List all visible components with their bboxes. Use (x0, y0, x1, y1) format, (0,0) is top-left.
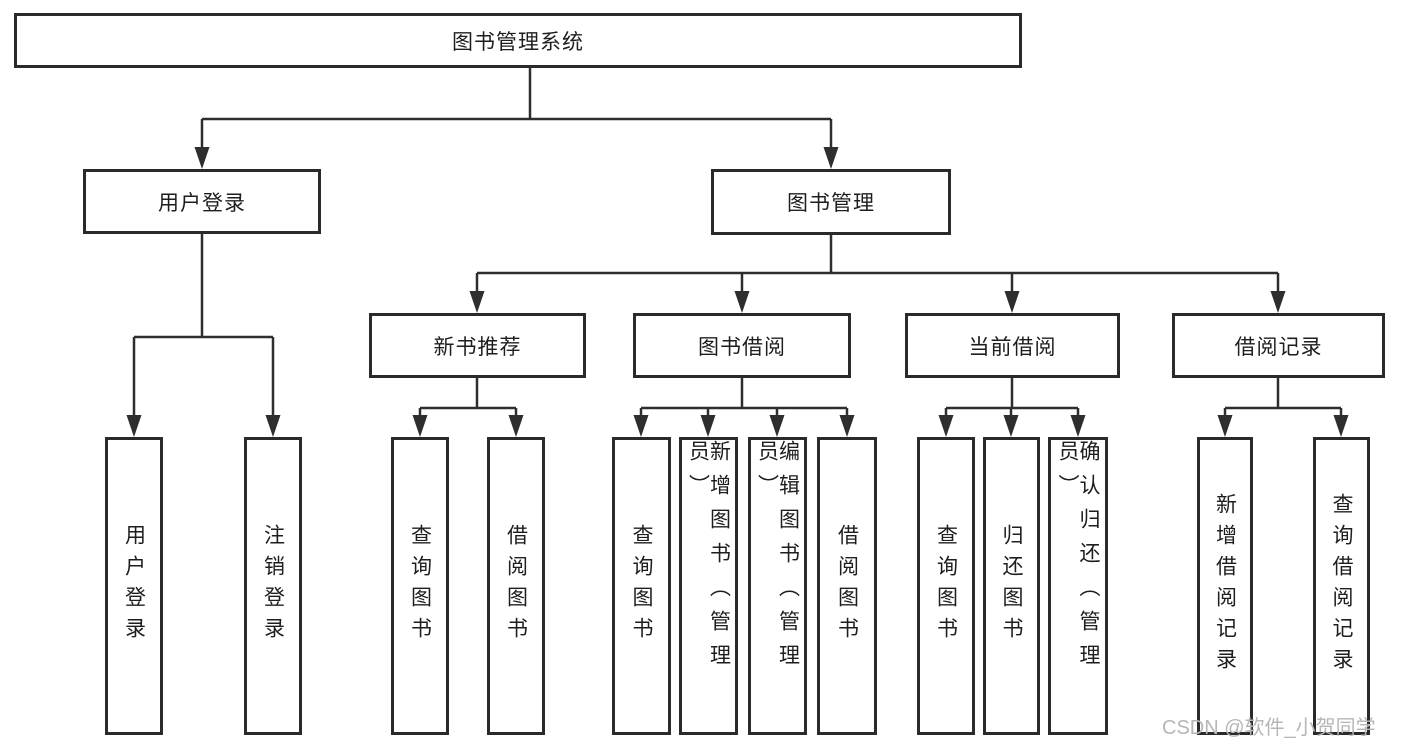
node-root-system: 图书管理系统 (14, 13, 1022, 68)
leaf-cb-confirm-return-admin: 确认归还（管理员） (1048, 437, 1108, 735)
leaf-bb-add-books-admin: 新增图书（管理员） (679, 437, 738, 735)
leaf-logout: 注销登录 (244, 437, 302, 735)
leaf-bb-query-books: 查询图书 (612, 437, 671, 735)
leaf-nbr-borrow-books: 借阅图书 (487, 437, 545, 735)
node-borrowing-records: 借阅记录 (1172, 313, 1385, 378)
leaf-br-add-record: 新增借阅记录 (1197, 437, 1253, 735)
leaf-br-query-record: 查询借阅记录 (1313, 437, 1370, 735)
leaf-nbr-query-books: 查询图书 (391, 437, 449, 735)
leaf-cb-query-books: 查询图书 (917, 437, 975, 735)
node-new-book-recommend: 新书推荐 (369, 313, 586, 378)
arrowhead-icons (126, 147, 1349, 437)
leaf-cb-return-books: 归还图书 (983, 437, 1040, 735)
leaf-bb-borrow-books: 借阅图书 (817, 437, 877, 735)
node-book-borrowing: 图书借阅 (633, 313, 851, 378)
node-user-login: 用户登录 (83, 169, 321, 234)
leaf-bb-edit-books-admin: 编辑图书（管理员） (748, 437, 807, 735)
csdn-watermark: CSDN @软件_小贺同学 (1162, 717, 1376, 739)
node-book-management: 图书管理 (711, 169, 951, 235)
node-current-borrowing: 当前借阅 (905, 313, 1120, 378)
leaf-user-login: 用户登录 (105, 437, 163, 735)
